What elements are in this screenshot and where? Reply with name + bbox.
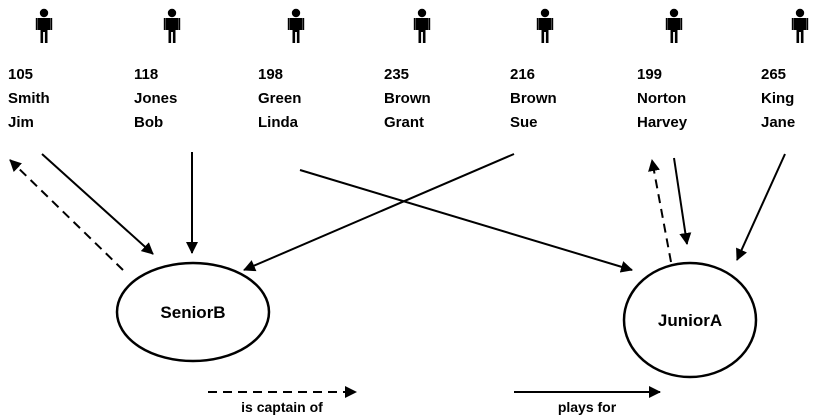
person-icon [665,8,683,44]
person-id: 199 [637,66,662,83]
team-node: JuniorA [622,261,758,379]
person-surname: Brown [510,90,557,107]
person-id: 118 [134,66,158,83]
person-surname: Brown [384,90,431,107]
person-first-name: Jane [761,114,795,131]
person-id: 265 [761,66,786,83]
legend: is captain of plays for [208,386,661,415]
plays-for-arrow [736,153,786,261]
person-node: 198 Green Linda [258,8,305,131]
person-surname: Green [258,90,301,107]
person-icon [791,8,809,44]
person-first-name: Bob [134,114,163,131]
plays-for-arrow [41,153,154,255]
person-icon [536,8,554,44]
person-node: 199 Norton Harvey [637,8,688,131]
captain-arrow [9,159,124,271]
person-surname: Norton [637,90,686,107]
person-first-name: Linda [258,114,299,131]
person-id: 216 [510,66,535,83]
person-node: 235 Brown Grant [384,8,431,131]
person-surname: Jones [134,90,177,107]
legend-plays-label: plays for [558,399,617,415]
captain-arrow [648,159,672,263]
person-id: 198 [258,66,283,83]
plays-for-arrow [299,169,633,273]
person-node: 118 Jones Bob [134,8,181,131]
plays-for-arrow [673,157,692,245]
person-first-name: Jim [8,114,34,131]
person-node: 265 King Jane [761,8,809,131]
person-node: 216 Brown Sue [510,8,557,131]
person-first-name: Harvey [637,114,688,131]
person-icon [287,8,305,44]
team-node: SeniorB [115,261,271,363]
person-surname: King [761,90,794,107]
person-icon [35,8,53,44]
person-surname: Smith [8,90,50,107]
person-first-name: Sue [510,114,538,131]
person-node: 105 Smith Jim [8,8,53,131]
person-icon [413,8,431,44]
plays-for-arrow [243,153,515,272]
team-name: JuniorA [658,311,722,330]
legend-captain-label: is captain of [241,399,323,415]
team-ellipse [622,261,758,379]
person-first-name: Grant [384,114,424,131]
team-name: SeniorB [160,303,225,322]
team-ellipse [115,261,271,363]
person-id: 105 [8,66,33,83]
person-icon [163,8,181,44]
person-id: 235 [384,66,409,83]
